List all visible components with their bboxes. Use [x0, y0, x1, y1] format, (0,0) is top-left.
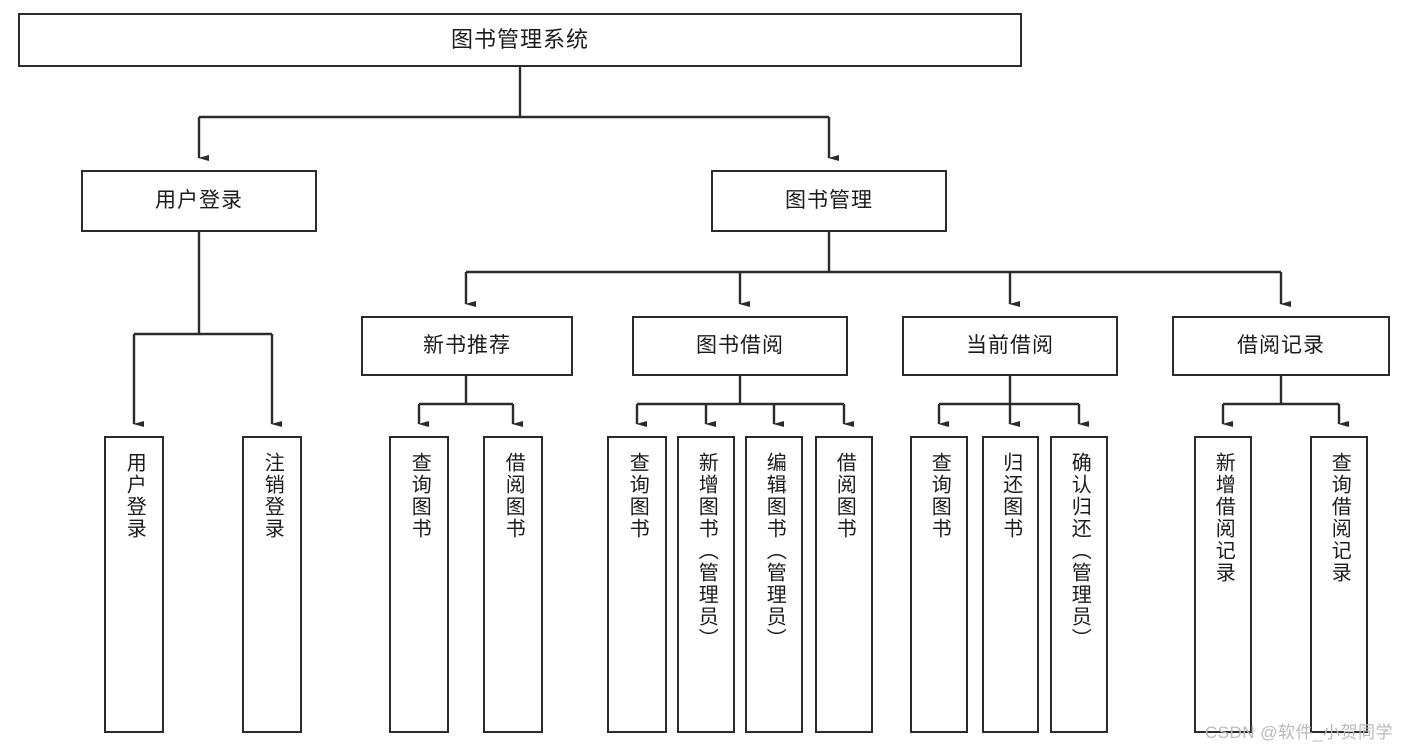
node-label: 归还图书 — [999, 452, 1022, 540]
node-label: 用户登录 — [123, 452, 146, 540]
node-label: 确认归还（管理员） — [1068, 452, 1091, 650]
leaf-user-login-login[interactable]: 用户登录 — [104, 436, 164, 733]
node-label: 新增借阅记录 — [1212, 452, 1235, 584]
leaf-new-book-query[interactable]: 查询图书 — [389, 436, 449, 733]
leaf-book-borrow-query[interactable]: 查询图书 — [607, 436, 667, 733]
node-label: 借阅图书 — [833, 452, 856, 540]
node-label: 借阅记录 — [1237, 334, 1325, 358]
node-book-manage[interactable]: 图书管理 — [711, 170, 947, 232]
leaf-new-book-borrow[interactable]: 借阅图书 — [483, 436, 543, 733]
node-label: 查询图书 — [626, 452, 649, 540]
leaf-borrow-record-query[interactable]: 查询借阅记录 — [1310, 436, 1368, 733]
leaf-user-login-logout[interactable]: 注销登录 — [242, 436, 302, 733]
node-label: 注销登录 — [261, 452, 284, 540]
watermark-text: CSDN @软件_小贺同学 — [1204, 723, 1393, 742]
leaf-current-borrow-confirm[interactable]: 确认归还（管理员） — [1050, 436, 1108, 733]
node-label: 借阅图书 — [502, 452, 525, 540]
leaf-borrow-record-add[interactable]: 新增借阅记录 — [1194, 436, 1252, 733]
node-label: 用户登录 — [155, 189, 243, 213]
leaf-book-borrow-edit[interactable]: 编辑图书（管理员） — [745, 436, 803, 733]
leaf-book-borrow-borrow[interactable]: 借阅图书 — [815, 436, 873, 733]
node-label: 图书管理系统 — [450, 26, 589, 52]
node-current-borrow[interactable]: 当前借阅 — [902, 316, 1118, 376]
node-label: 编辑图书（管理员） — [763, 452, 786, 650]
node-new-book-recommend[interactable]: 新书推荐 — [361, 316, 573, 376]
node-label: 新增图书（管理员） — [695, 452, 718, 650]
node-borrow-record[interactable]: 借阅记录 — [1172, 316, 1390, 376]
leaf-book-borrow-add[interactable]: 新增图书（管理员） — [677, 436, 735, 733]
node-root-system[interactable]: 图书管理系统 — [18, 13, 1022, 67]
node-label: 图书借阅 — [696, 334, 784, 358]
node-label: 图书管理 — [785, 189, 873, 213]
node-user-login[interactable]: 用户登录 — [81, 170, 317, 232]
leaf-current-borrow-return[interactable]: 归还图书 — [982, 436, 1039, 733]
leaf-current-borrow-query[interactable]: 查询图书 — [910, 436, 968, 733]
node-label: 新书推荐 — [423, 334, 511, 358]
node-book-borrow[interactable]: 图书借阅 — [632, 316, 848, 376]
node-label: 当前借阅 — [966, 334, 1054, 358]
node-label: 查询图书 — [408, 452, 431, 540]
node-label: 查询借阅记录 — [1328, 452, 1351, 584]
node-label: 查询图书 — [928, 452, 951, 540]
